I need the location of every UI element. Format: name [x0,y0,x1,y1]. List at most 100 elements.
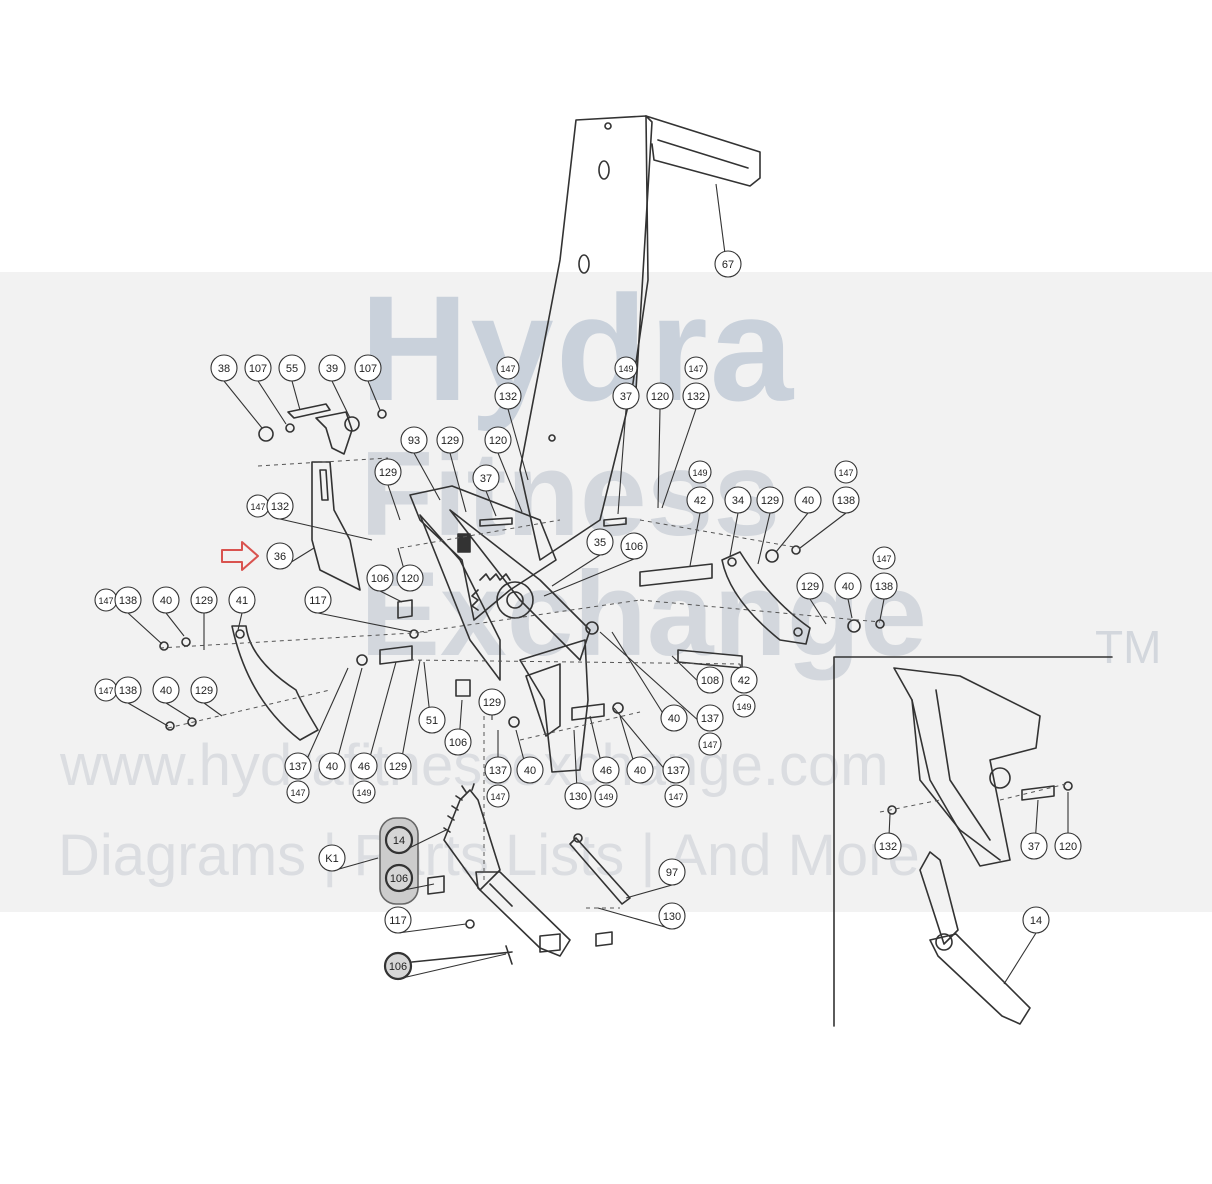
bracket-plate [449,509,591,661]
callout-circle [266,492,294,520]
callout-34: 34 [724,486,752,514]
spacer-106b [455,679,471,697]
inset-bolt-120 [1063,781,1073,791]
leader-line [291,380,301,411]
callout-149: 149 [688,460,712,484]
callout-circle [396,564,424,592]
callout-label: 93 [408,435,420,447]
callout-circle [190,586,218,614]
callout-147: 147 [834,460,858,484]
callout-106: 106 [620,532,648,560]
assembly-axis [879,799,941,813]
long-pin [411,931,613,965]
callout-circle [384,752,412,780]
spring-38 [258,426,274,442]
callout-circle [304,586,332,614]
callout-circle [626,756,654,784]
inset-foot-lever [929,933,1031,1025]
leader-line [661,408,697,509]
callout-label: 147 [688,364,703,374]
callout-circle [688,460,712,484]
callout-label: 37 [1028,841,1040,853]
callout-circle [732,694,756,718]
leader-line [617,408,627,515]
callout-label: 138 [119,595,137,607]
callout-137: 137 [696,704,724,732]
callout-label: 36 [274,551,286,563]
callout-label: 67 [722,259,734,271]
frame-hole [548,434,556,442]
callout-label: 137 [701,713,719,725]
callout-40: 40 [152,586,180,614]
leader-line [203,702,223,717]
watermark-brand-hydra: Hydra [360,264,796,432]
inset-sector [919,851,959,945]
bushing-107 [285,423,295,433]
leader-line [757,512,771,565]
leader-line [879,598,885,621]
callout-circle [114,676,142,704]
callout-label: 34 [732,495,744,507]
callout-93: 93 [400,426,428,454]
callout-circle [660,704,688,732]
leader-line [809,598,827,625]
inset-bracket-plate [911,699,1001,861]
watermark-brand-exchange: Exchange [360,547,927,681]
leader-line [1003,932,1037,985]
callout-46: 46 [592,756,620,784]
leader-line [397,923,467,934]
spacer-k1 [427,875,445,895]
leader-line [223,380,263,429]
callout-circle [152,676,180,704]
shaft-42-lower [677,649,743,669]
callout-label: 40 [802,495,814,507]
callout-circle [383,951,413,981]
callout-40: 40 [834,572,862,600]
callout-circle [620,532,648,560]
callout-40: 40 [516,756,544,784]
callout-label: 106 [390,873,408,885]
callout-40: 40 [794,486,822,514]
callout-label: 106 [371,573,389,585]
callout-label: 40 [842,581,854,593]
callout-label: 14 [393,835,405,847]
callout-42: 42 [686,486,714,514]
callout-circle [400,426,428,454]
callout-117: 117 [304,586,332,614]
assembly-axis [639,519,801,549]
watermark-trademark: TM [1095,621,1162,673]
callout-label: 117 [389,915,407,927]
spacer-shaft [571,703,605,721]
callout-circle [682,382,710,410]
leader-line [497,452,523,513]
callout-label: 149 [356,788,371,798]
callout-132: 132 [874,832,902,860]
callout-label: 35 [594,537,606,549]
assembly-axes [159,457,1067,909]
foot-lever-slot [489,883,513,907]
callout-label: 120 [1059,841,1077,853]
callout-circle [228,586,256,614]
callout-label: 37 [620,391,632,403]
callout-label: 117 [309,595,327,607]
leader-line [507,408,529,481]
leader-line [657,408,661,509]
callout-circle [266,542,294,570]
callout-label: 138 [875,581,893,593]
callout-circle [478,688,506,716]
callout-label: 14 [1030,915,1042,927]
leader-line [165,612,185,637]
callout-label: 129 [761,495,779,507]
callout-label: 41 [236,595,248,607]
assembly-axis [999,783,1067,801]
callout-circle [696,704,724,732]
frame-slot [598,160,610,180]
leader-line [599,631,711,732]
callout-149: 149 [594,784,618,808]
callout-40: 40 [626,756,654,784]
callout-label: K1 [325,853,338,865]
callout-label: 108 [701,675,719,687]
leader-line [317,612,413,633]
callout-circle [284,752,312,780]
callout-circle [714,250,742,278]
